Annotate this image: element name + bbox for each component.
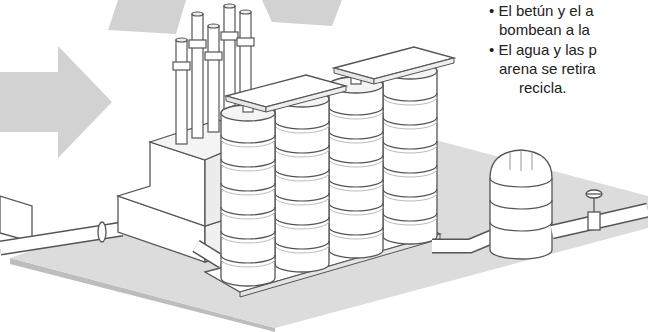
pipe-flange (98, 222, 106, 242)
flow-arrow (262, 0, 342, 26)
flotation-cell (329, 77, 383, 258)
flotation-cell (275, 91, 329, 272)
note-text: • El agua y las p (489, 41, 597, 59)
note-text: bombean a la (499, 21, 590, 39)
outlet-pipe (552, 210, 648, 232)
flotation-cell (383, 63, 437, 244)
separator-tank (490, 150, 552, 259)
conveyor-end (0, 196, 32, 242)
note-text: • El betún y el a (489, 2, 593, 20)
transfer-pipe (432, 236, 494, 246)
flow-arrow (0, 46, 112, 158)
note-text: arena se retira (499, 60, 596, 78)
note-text: recicla. (519, 79, 567, 97)
flow-arrow (108, 0, 186, 34)
valve (586, 190, 602, 230)
flotation-cell (221, 105, 275, 286)
